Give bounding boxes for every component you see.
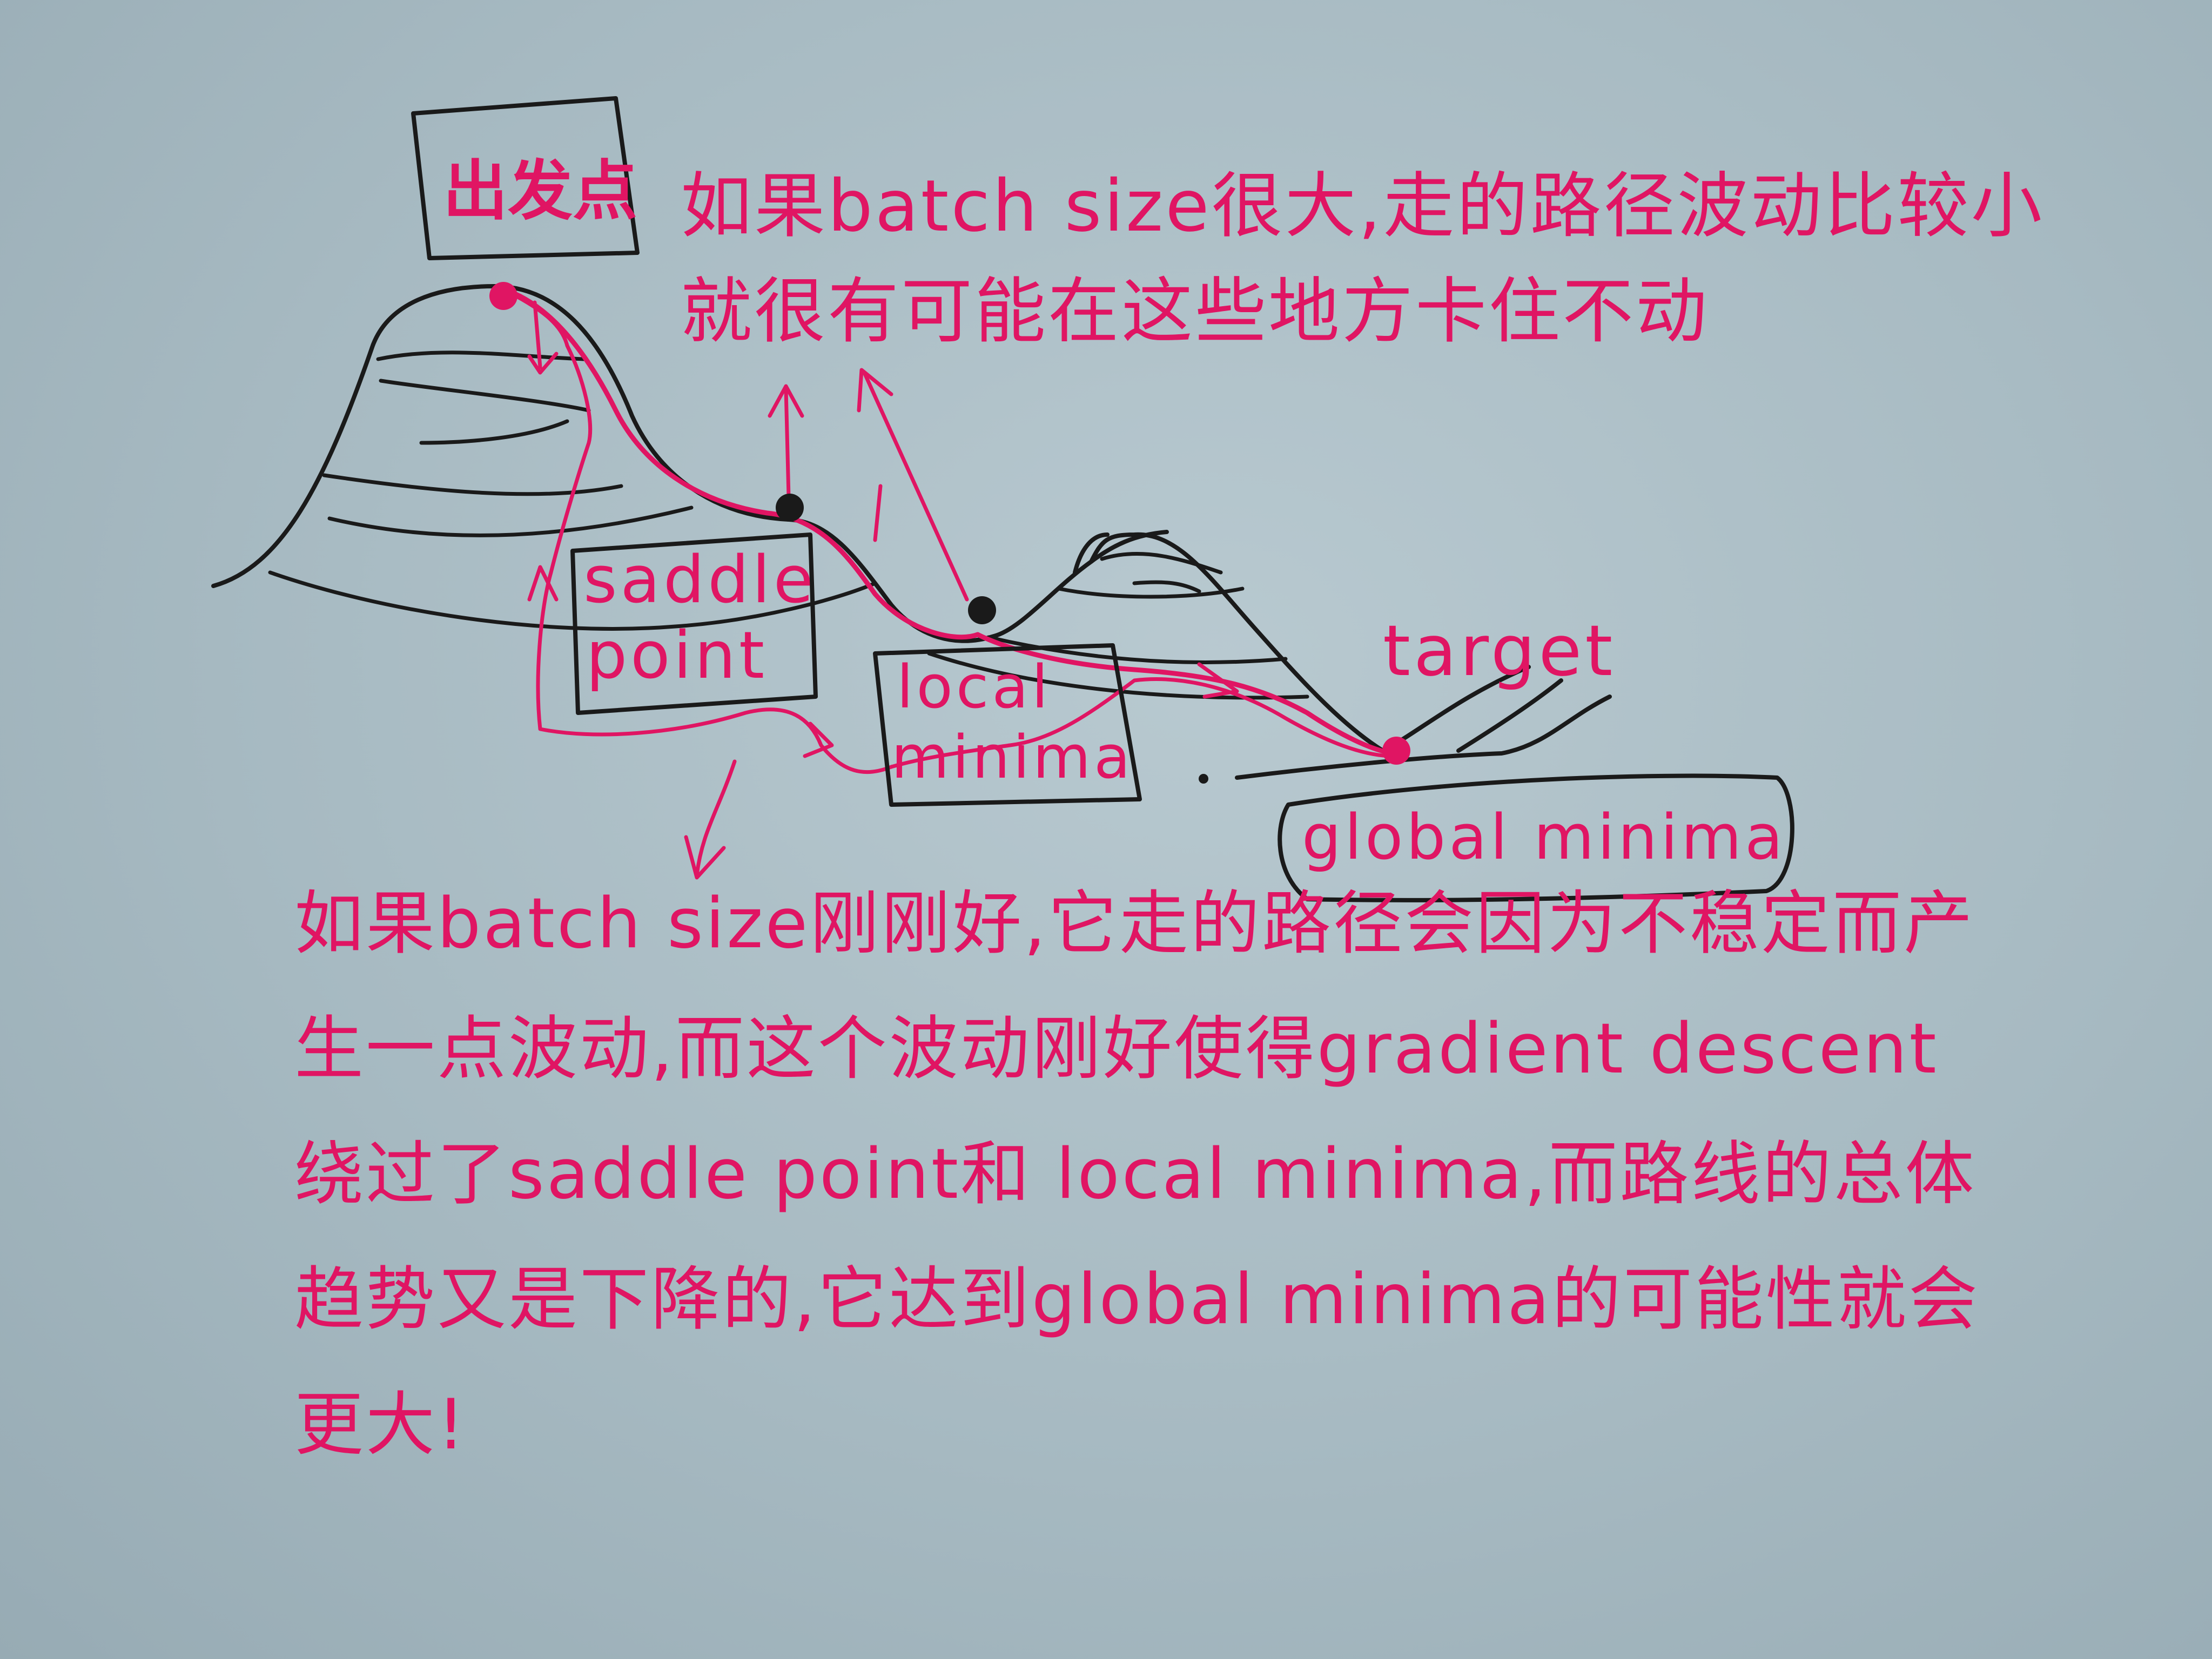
start-point-label-box: 出发点 — [411, 96, 640, 260]
target-label: target — [1383, 610, 1616, 692]
local-minima-label-line2: minima — [891, 723, 1134, 792]
large-batch-note: 如果batch size很大,走的路径波动比较小就很有可能在这些地方卡住不动 — [681, 165, 2045, 353]
local-minima-label-line1: local — [897, 652, 1051, 721]
saddle-point-label-box: saddle point — [570, 532, 818, 715]
local-minima-label-box: local minima — [873, 643, 1142, 807]
global-minima-label: global minima — [1302, 801, 1786, 874]
start-point-label: 出发点 — [443, 154, 637, 229]
saddle-point-label-line2: point — [586, 618, 768, 693]
right-batch-note: 如果batch size刚刚好,它走的路径会因为不稳定而产生一点波动,而这个波动… — [294, 884, 1980, 1465]
saddle-point-label-line1: saddle — [583, 543, 817, 618]
descent-path — [489, 282, 1410, 880]
global-minima-label-box: global minima — [1278, 773, 1794, 902]
